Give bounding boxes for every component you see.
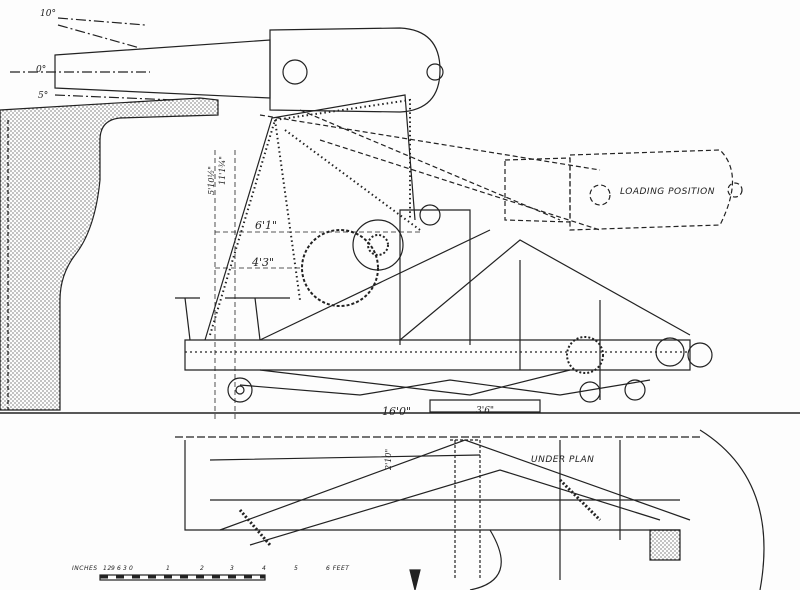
loading-position-label: LOADING POSITION [620,187,715,197]
scale-tick: 12 [103,565,112,572]
dimension-2-10: 2'10" [384,448,393,470]
bracket-outline [204,94,416,341]
angle-label-10: 10° [40,9,56,19]
dimension-vertical-a: 5'10½" [207,166,216,195]
chassis [175,209,691,400]
scale-bar [99,574,266,581]
scale-tick: 6 [117,565,122,572]
dimension-16-0: 16'0" [382,405,412,418]
scale-tick: 5 [294,565,299,572]
parapet-wall [0,97,219,411]
scale-tick: 9 [111,565,116,572]
scale-tick: 1 [166,565,171,572]
dimension-6-1: 6'1" [255,219,278,232]
under-plan [175,429,765,590]
scale-tick: 3 [230,565,235,572]
dimension-4-3: 4'3" [252,256,275,269]
under-plan-label: UNDER PLAN [531,455,595,465]
base-plate [429,399,541,413]
scale-inches-label: INCHES [72,565,98,572]
scale-tick: 0 [129,565,134,572]
gear-train [301,204,713,374]
dimension-3-6: 3'6" [476,406,495,416]
scale-bar-labels: INCHES 12 9 6 3 0 1 2 3 4 5 6 FEET [72,565,349,575]
angle-label-0: 0° [36,65,47,75]
wheels [227,377,646,403]
angle-label-5: 5° [38,91,49,101]
carriage-bracket [209,98,421,336]
loading-position-outline [259,109,743,231]
scale-tick: 2 [200,565,205,572]
scale-tick: 4 [262,565,267,572]
scale-feet-label: 6 FEET [326,565,350,572]
dimension-vertical-b: 11'1¾" [218,156,227,185]
gun-barrel [10,17,444,113]
scale-tick: 3 [123,565,128,572]
